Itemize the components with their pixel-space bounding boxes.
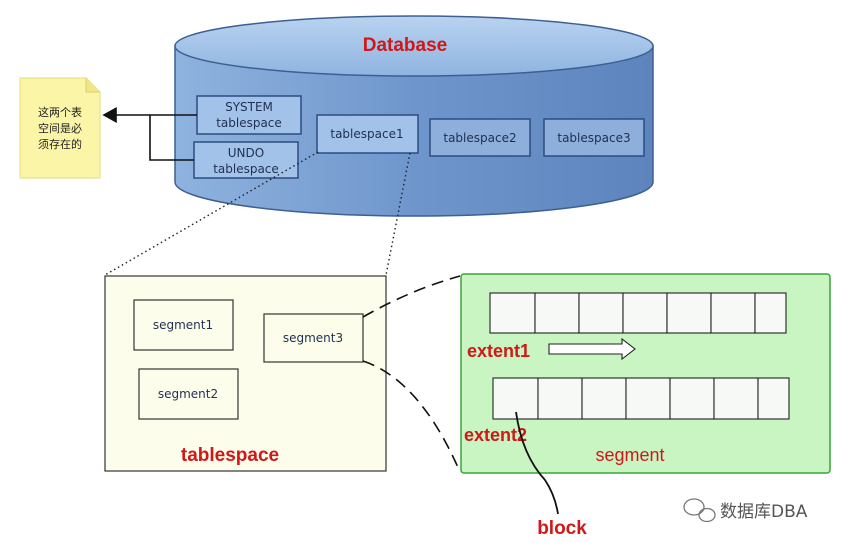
undo-ts-line1: UNDO — [228, 146, 264, 160]
tablespace1-label: tablespace1 — [330, 127, 403, 141]
tablespace3-box: tablespace3 — [543, 118, 645, 157]
watermark: 数据库DBA — [683, 498, 808, 523]
extent1-blocks — [489, 292, 787, 334]
note-line1: 这两个表 — [38, 105, 82, 119]
block-pointer-line — [515, 411, 559, 515]
tablespace1-box: tablespace1 — [316, 114, 419, 154]
watermark-text: 数据库DBA — [720, 502, 808, 522]
segment-panel-title: segment — [595, 445, 664, 465]
tablespace2-label: tablespace2 — [443, 131, 516, 145]
segment2-label: segment2 — [158, 387, 218, 401]
arrow-right-icon — [548, 337, 636, 361]
undo-ts-line2: tablespace — [213, 162, 279, 176]
extent2-label: extent2 — [464, 425, 527, 445]
note-line3: 须存在的 — [38, 137, 82, 151]
segment1-label: segment1 — [153, 318, 213, 332]
tablespace2-box: tablespace2 — [429, 118, 531, 157]
system-tablespace-box: SYSTEM tablespace — [196, 95, 302, 135]
tablespace-panel-title: tablespace — [181, 445, 279, 466]
system-ts-line2: tablespace — [216, 116, 282, 130]
required-tablespaces-connector — [102, 107, 197, 161]
tablespace3-label: tablespace3 — [557, 131, 630, 145]
note-line2: 空间是必 — [38, 121, 82, 135]
segment1-box — [133, 299, 234, 351]
note-card: 这两个表 空间是必 须存在的 — [19, 77, 101, 179]
extent1-label: extent1 — [467, 341, 530, 361]
zoom-lines-tablespace — [104, 151, 411, 276]
tablespace-panel: segment1 segment2 segment3 tablespace — [104, 275, 387, 472]
database-title: Database — [363, 35, 448, 56]
system-ts-line1: SYSTEM — [225, 100, 273, 114]
wechat-icon — [683, 498, 716, 523]
segment-panel: extent1 extent2 segment — [460, 273, 831, 474]
segment3-label: segment3 — [283, 331, 343, 345]
block-label: block — [537, 518, 587, 539]
undo-tablespace-box: UNDO tablespace — [193, 141, 299, 179]
segment2-box — [138, 368, 239, 420]
extent2-blocks — [492, 377, 790, 420]
zoom-lines-segment — [362, 275, 461, 473]
segment3-box — [263, 313, 364, 363]
